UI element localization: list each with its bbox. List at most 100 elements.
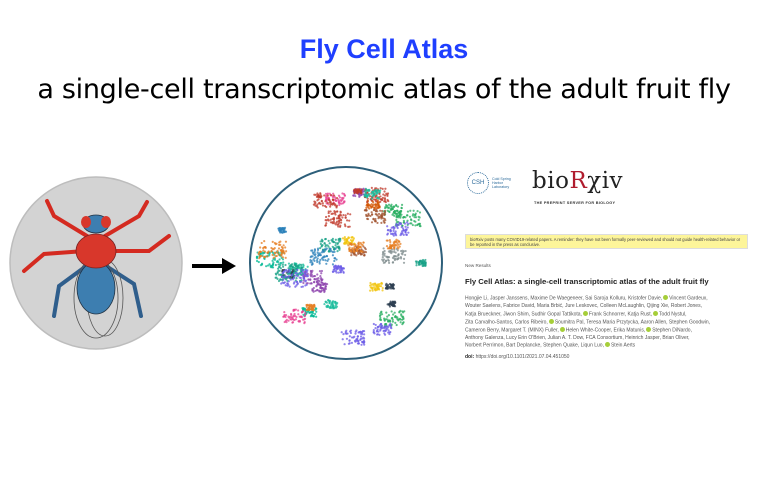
orcid-icon[interactable] (582, 310, 588, 316)
umap-cell-point (370, 213, 374, 216)
umap-cell-point (350, 243, 353, 246)
umap-cell-point (318, 262, 321, 265)
umap-cell-point (337, 217, 341, 220)
umap-cell-point (378, 318, 382, 321)
umap-cell-point (347, 244, 350, 247)
brand-prefix: bio (532, 168, 570, 194)
umap-cell-point (281, 272, 284, 275)
paper-section: New Results (465, 263, 491, 268)
umap-cell-point (263, 250, 267, 253)
umap-cell-point (387, 256, 390, 259)
umap-cell-point (334, 199, 337, 202)
umap-cell-point (405, 221, 409, 224)
umap-cell-point (262, 249, 265, 252)
umap-cell-point (301, 274, 304, 277)
umap-cell-point (270, 266, 274, 269)
umap-cell-point (305, 271, 308, 274)
umap-cell-point (391, 300, 395, 303)
orcid-icon[interactable] (646, 326, 652, 332)
umap-cell-point (392, 287, 396, 290)
umap-cell-point (347, 342, 350, 345)
umap-cell-point (372, 201, 375, 204)
umap-cell-point (398, 245, 401, 248)
umap-cell-point (316, 203, 319, 206)
umap-cell-point (396, 205, 400, 208)
umap-cell-point (389, 229, 393, 233)
umap-cell-point (267, 250, 270, 253)
umap-cell-point (343, 194, 347, 197)
biorxiv-paper-screenshot: CSH Cold Spring Harbor Laboratory bioRχi… (462, 168, 757, 398)
umap-cell-point (260, 263, 264, 266)
umap-cell-point (349, 213, 352, 216)
umap-cell-point (375, 285, 379, 288)
umap-cell-point (323, 248, 327, 251)
umap-cell-point (375, 198, 378, 201)
biorxiv-logo: bioRχiv (532, 168, 623, 194)
umap-cell-point (318, 270, 322, 273)
umap-cell-point (293, 309, 296, 312)
doi-link[interactable]: https://doi.org/10.1101/2021.07.04.45105… (475, 354, 570, 360)
umap-cell-point (399, 233, 402, 237)
umap-cell-point (391, 261, 394, 264)
umap-cell-point (390, 208, 393, 211)
umap-cell-point (288, 285, 291, 288)
orcid-icon[interactable] (604, 342, 610, 347)
umap-cell-point (305, 274, 308, 277)
umap-cell-point (327, 250, 330, 253)
umap-cell-point (320, 200, 323, 203)
orcid-icon[interactable] (559, 326, 565, 332)
umap-cell-point (397, 243, 400, 246)
author-names: Wouter Saelens, Fabrice David, Maria Brb… (465, 303, 702, 309)
umap-cell-point (315, 315, 318, 318)
umap-cell-point (383, 261, 387, 264)
umap-cell-point (386, 318, 389, 321)
orcid-icon[interactable] (548, 318, 554, 324)
umap-cell-point (344, 214, 347, 217)
umap-cell-point (259, 246, 262, 249)
umap-cell-point (388, 323, 391, 327)
umap-cell-point (379, 209, 382, 212)
umap-cell-point (401, 253, 404, 256)
umap-cell-point (396, 209, 399, 212)
umap-cell-point (337, 225, 340, 228)
umap-cell-point (301, 307, 304, 310)
umap-cell-point (354, 243, 357, 246)
umap-cell-point (394, 240, 398, 243)
umap-cell-point (313, 306, 316, 309)
orcid-icon[interactable] (663, 295, 669, 300)
umap-cell-point (310, 282, 313, 285)
umap-cell-point (324, 282, 327, 285)
umap-cell-point (311, 304, 315, 308)
umap-cell-point (341, 192, 344, 195)
umap-cell-point (321, 283, 324, 286)
umap-cell-point (386, 194, 389, 197)
umap-cell-point (339, 199, 342, 202)
umap-cell-point (388, 302, 391, 305)
umap-cell-point (353, 335, 356, 338)
umap-cell-point (353, 250, 356, 253)
umap-cell-point (320, 269, 324, 273)
umap-cell-point (376, 214, 379, 217)
umap-cell-point (385, 245, 389, 248)
umap-cell-point (386, 209, 389, 212)
umap-cell-point (393, 311, 396, 314)
umap-cell-point (406, 219, 409, 222)
umap-cell-point (354, 332, 357, 335)
umap-cell-point (271, 259, 274, 262)
umap-cell-point (298, 276, 301, 279)
umap-cell-point (363, 195, 367, 198)
umap-cell-point (332, 217, 336, 220)
umap-cell-point (377, 189, 381, 193)
umap-cell-point (277, 227, 280, 230)
umap-cell-point (402, 233, 405, 237)
umap-cell-point (395, 323, 398, 327)
umap-cell-point (311, 312, 315, 315)
orcid-icon[interactable] (653, 310, 659, 316)
umap-cell-point (331, 202, 335, 205)
author-line: Anthony Galenza, Lucy Erin O'Brien, Juli… (465, 335, 755, 343)
umap-cell-point (395, 223, 398, 226)
umap-cell-point (379, 316, 382, 320)
umap-cell-point (328, 201, 331, 204)
umap-cell-point (307, 278, 310, 281)
umap-cell-point (319, 283, 322, 287)
